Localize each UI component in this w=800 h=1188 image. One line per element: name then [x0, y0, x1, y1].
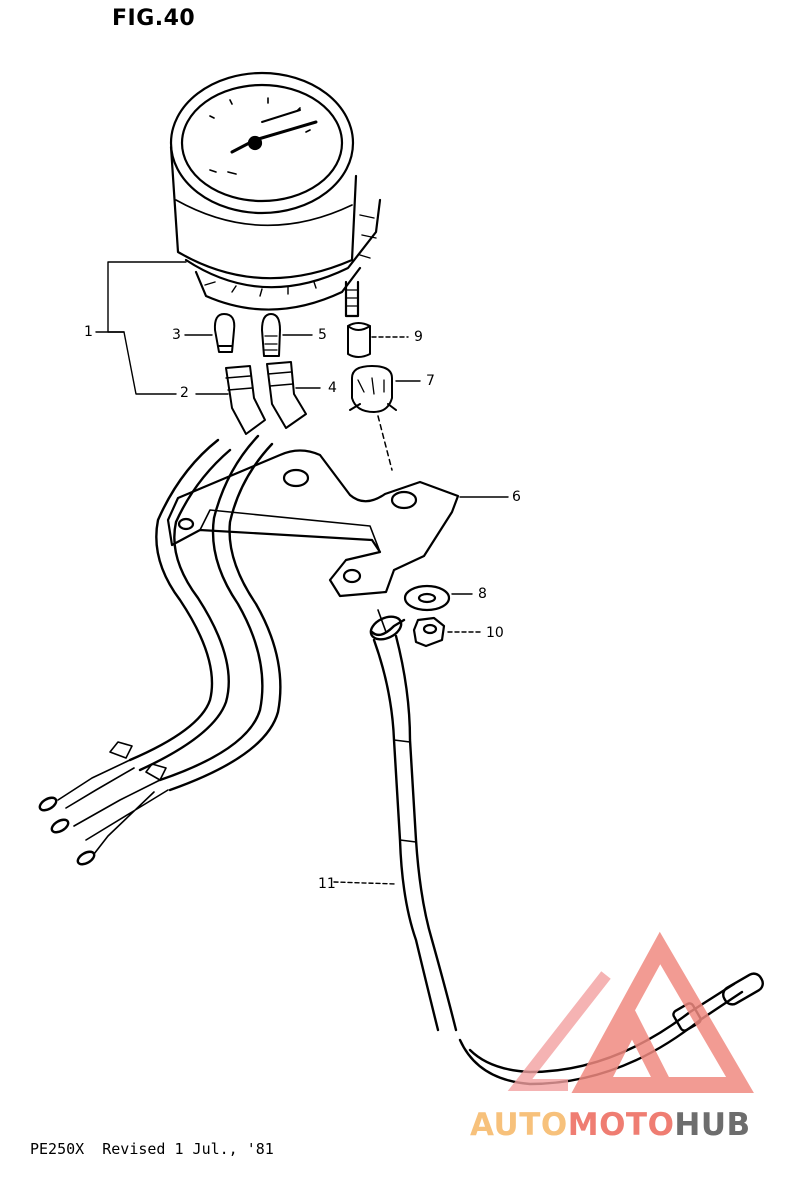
wiring-harness	[38, 434, 282, 866]
callout-4: 4	[328, 380, 337, 396]
callout-8: 8	[478, 586, 487, 602]
callout-7: 7	[426, 373, 435, 389]
nut-10	[412, 616, 446, 648]
revision-footer: PE250X Revised 1 Jul., '81	[30, 1140, 274, 1158]
watermark-text: AUTOMOTOHUB	[470, 1108, 751, 1142]
bracket-6	[166, 449, 460, 598]
socket-2	[225, 365, 266, 435]
callout-10: 10	[486, 625, 504, 641]
spacer-9	[347, 322, 371, 358]
socket-4	[266, 361, 307, 429]
bulb-5	[261, 313, 281, 357]
speedometer-assembly	[169, 71, 382, 318]
callout-5: 5	[318, 327, 327, 343]
callout-11: 11	[318, 876, 336, 892]
callout-2: 2	[180, 385, 189, 401]
watermark-logo	[507, 931, 754, 1093]
washer-8	[403, 584, 451, 612]
callout-3: 3	[172, 327, 181, 343]
figure-title: FIG.40	[112, 6, 196, 31]
leader-lines	[95, 261, 509, 885]
callout-1: 1	[84, 324, 93, 340]
grommet-7	[349, 365, 397, 413]
speedometer-cable	[369, 609, 764, 1086]
callout-9: 9	[414, 329, 423, 345]
assembly-guide-line	[377, 415, 393, 471]
watermark-part-moto: MOTO	[567, 1107, 675, 1143]
callout-6: 6	[512, 489, 521, 505]
bulb-3	[213, 313, 236, 353]
watermark-part-auto: AUTO	[470, 1107, 568, 1143]
watermark-part-hub: HUB	[674, 1107, 751, 1143]
